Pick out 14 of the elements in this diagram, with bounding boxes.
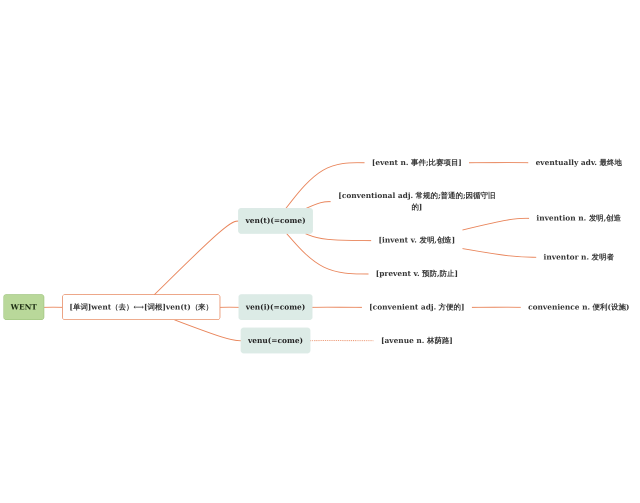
connector [471, 306, 522, 308]
connector [305, 201, 332, 210]
connector [312, 306, 363, 308]
connector [44, 306, 64, 308]
connector [462, 248, 538, 258]
connector [220, 306, 240, 308]
connector [462, 218, 530, 230]
connector [310, 340, 375, 342]
connector [286, 233, 370, 274]
connector [154, 220, 240, 296]
connector [305, 233, 372, 242]
connector [174, 319, 242, 342]
connector [285, 162, 366, 210]
connector [468, 162, 530, 164]
